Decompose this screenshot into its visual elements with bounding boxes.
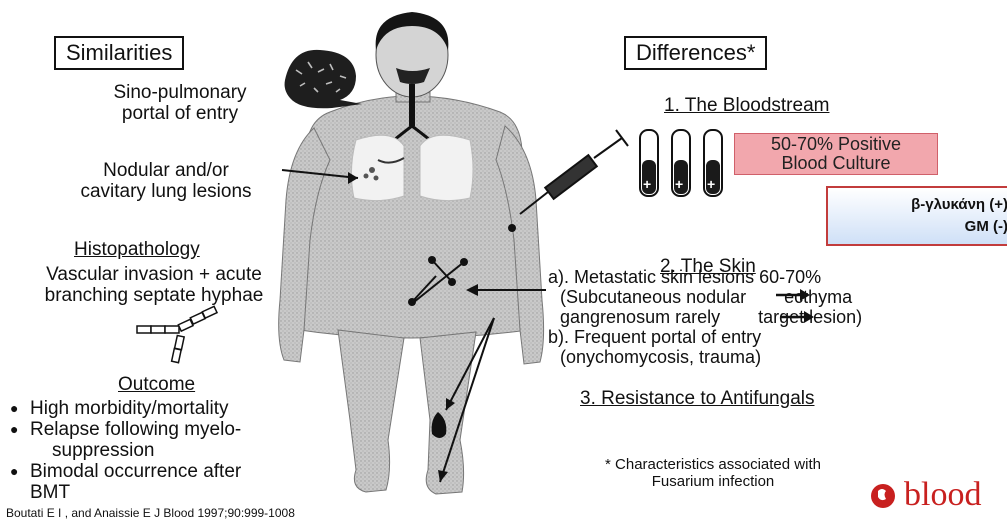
histopathology-text: Vascular invasion + acute branching sept… bbox=[4, 264, 304, 306]
outcome-heading: Outcome bbox=[118, 374, 195, 395]
outcome-item: suppression bbox=[8, 440, 241, 461]
histo-line-2: branching septate hyphae bbox=[4, 285, 304, 306]
fungus-illustration bbox=[285, 50, 362, 108]
outcome-item: High morbidity/mortality bbox=[8, 398, 241, 419]
blood-culture-badge: 50-70% Positive Blood Culture bbox=[734, 133, 938, 175]
footnote: * Characteristics associated with Fusari… bbox=[548, 456, 878, 490]
outcome-item: Relapse following myelo- bbox=[8, 419, 241, 440]
biomarker-box: β-γλυκάνη (+) GM (-) bbox=[826, 186, 1007, 246]
blood-logo-text: blood bbox=[904, 478, 981, 512]
culture-line-1: 50-70% Positive bbox=[741, 135, 931, 154]
histopathology-heading: Histopathology bbox=[74, 239, 200, 260]
similarities-title: Similarities bbox=[54, 36, 184, 70]
skin-b-line-2: (onychomycosis, trauma) bbox=[548, 347, 968, 367]
blood-logo: blood bbox=[868, 478, 981, 512]
portal-line-2: portal of entry bbox=[80, 103, 280, 124]
footnote-line-2: Fusarium infection bbox=[548, 473, 878, 490]
differences-title: Differences* bbox=[624, 36, 767, 70]
skin-details: a). Metastatic skin lesions 60-70% (Subc… bbox=[548, 267, 968, 367]
nodular-line-1: Nodular and/or bbox=[46, 160, 286, 181]
nodular-line-2: cavitary lung lesions bbox=[46, 181, 286, 202]
culture-line-2: Blood Culture bbox=[741, 154, 931, 173]
skin-a-line-1: a). Metastatic skin lesions 60-70% bbox=[548, 267, 968, 287]
gm-label: GM (-) bbox=[838, 216, 1007, 238]
bloodstream-heading: 1. The Bloodstream bbox=[664, 95, 829, 116]
lung-lesions-text: Nodular and/or cavitary lung lesions bbox=[46, 160, 286, 202]
human-figure bbox=[279, 78, 544, 494]
glucan-label: β-γλυκάνη (+) bbox=[838, 194, 1007, 216]
footnote-line-1: * Characteristics associated with bbox=[548, 456, 878, 473]
outcome-item: BMT bbox=[8, 482, 241, 503]
hyphae-icon bbox=[137, 306, 217, 362]
tube-plus-2: + bbox=[675, 176, 683, 192]
syringe-icon bbox=[520, 130, 628, 214]
resistance-heading: 3. Resistance to Antifungals bbox=[580, 388, 814, 409]
outcome-list: High morbidity/mortality Relapse followi… bbox=[8, 398, 241, 503]
portal-of-entry: Sino-pulmonary portal of entry bbox=[80, 82, 280, 124]
citation: Boutati E I , and Anaissie E J Blood 199… bbox=[6, 506, 295, 520]
blood-drop-icon bbox=[868, 480, 898, 510]
tube-plus-1: + bbox=[643, 176, 651, 192]
tube-plus-3: + bbox=[707, 176, 715, 192]
skin-b-line-1: b). Frequent portal of entry bbox=[548, 327, 968, 347]
histo-line-1: Vascular invasion + acute bbox=[4, 264, 304, 285]
portal-line-1: Sino-pulmonary bbox=[80, 82, 280, 103]
outcome-item: Bimodal occurrence after bbox=[8, 461, 241, 482]
